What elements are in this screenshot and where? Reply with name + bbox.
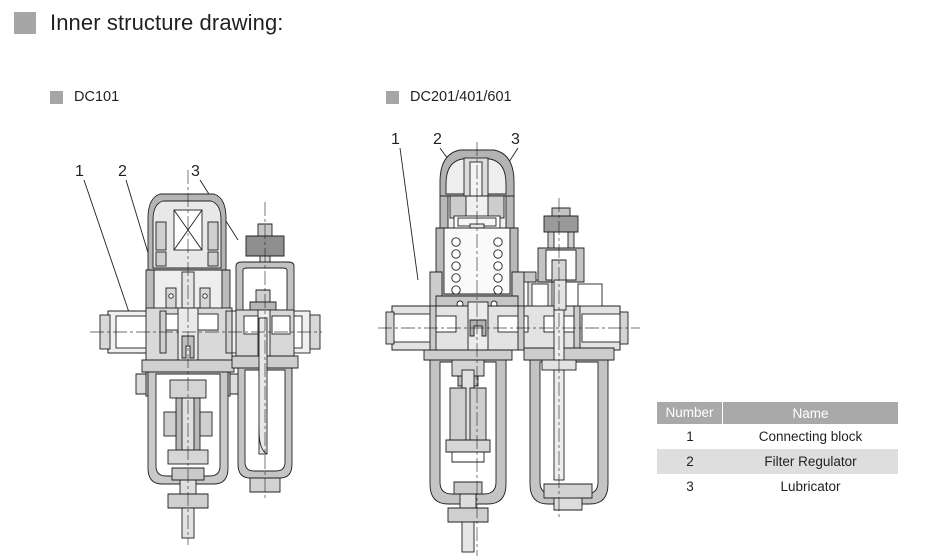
square-bullet-icon: [50, 90, 63, 104]
table-header-row: Number Name: [657, 402, 898, 424]
figure-label-text: DC201/401/601: [410, 89, 512, 105]
page-title-label: Inner structure drawing:: [50, 10, 284, 35]
callout-number: 3: [191, 163, 200, 180]
technical-drawing-dc101: 1 2 3: [60, 150, 330, 550]
table-row: 3 Lubricator: [657, 474, 898, 499]
callout-number: 1: [391, 131, 400, 148]
cell-name: Lubricator: [780, 479, 841, 494]
callout-number: 2: [433, 131, 442, 148]
cell-name: Filter Regulator: [764, 454, 857, 469]
callout-number: 1: [75, 163, 84, 180]
cell-number: 1: [686, 429, 694, 444]
cell-number: 3: [686, 479, 694, 494]
column-header-name: Name: [792, 405, 829, 421]
callout-number: 2: [118, 163, 127, 180]
table-row: 1 Connecting block: [657, 424, 898, 449]
technical-drawing-dc201-401-601: 1 2 3: [378, 120, 648, 560]
legend-table: Number Name 1 Connecting block 2 Filter …: [657, 402, 898, 499]
square-bullet-icon: [386, 90, 399, 104]
cell-number: 2: [686, 454, 694, 469]
cell-name: Connecting block: [758, 429, 863, 444]
figure-label-dc101: DC101: [50, 90, 119, 104]
callout-number: 3: [511, 131, 520, 148]
table-row: 2 Filter Regulator: [657, 449, 898, 474]
column-header-number: Number: [657, 402, 723, 424]
page-title: Inner structure drawing:: [14, 12, 284, 34]
figure-label-dc201-401-601: DC201/401/601: [386, 90, 512, 104]
square-bullet-icon: [14, 12, 36, 34]
figure-label-text: DC101: [74, 89, 120, 105]
